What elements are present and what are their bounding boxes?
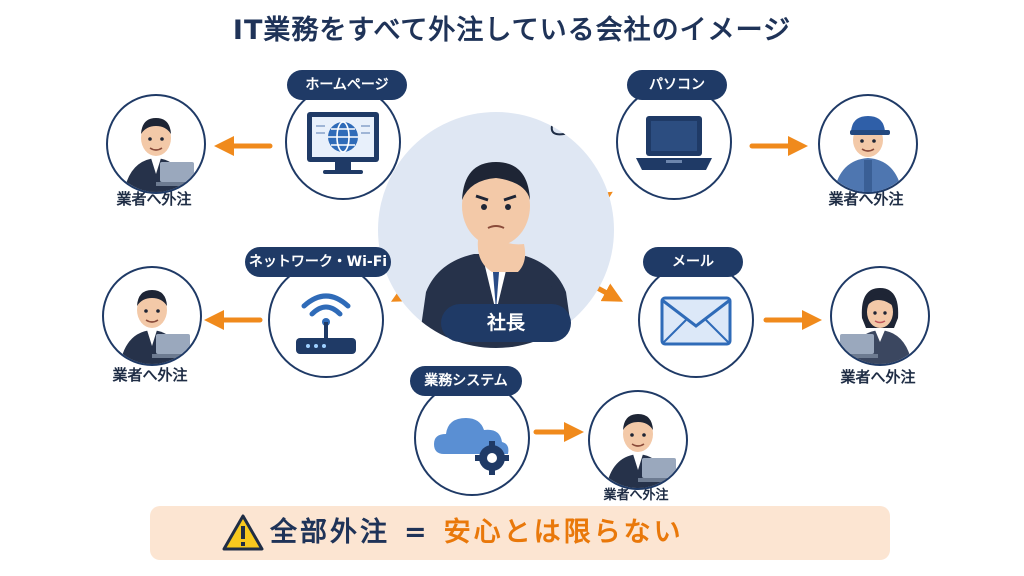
banner-message: 全部外注 = 安心とは限らない bbox=[270, 506, 684, 560]
wifi-router-icon bbox=[296, 293, 356, 354]
envelope-icon bbox=[660, 296, 732, 346]
vendor-label-pc: 業者へ外注 bbox=[828, 190, 904, 208]
vendor-person-laptop-icon bbox=[124, 118, 198, 192]
service-mail bbox=[638, 262, 754, 378]
banner-left-text: 全部外注 bbox=[270, 517, 390, 548]
service-network bbox=[268, 262, 384, 378]
vendor-homepage bbox=[106, 94, 206, 194]
service-label-pc: パソコン bbox=[627, 70, 727, 100]
banner-right-text: 安心とは限らない bbox=[443, 517, 684, 548]
vendor-woman-laptop-icon bbox=[836, 288, 912, 364]
cloud-gear-icon bbox=[434, 418, 509, 475]
vendor-person-laptop-icon bbox=[606, 414, 680, 488]
vendor-system bbox=[588, 390, 688, 490]
vendor-mail bbox=[830, 266, 930, 366]
vendor-label-system: 業者へ外注 bbox=[603, 488, 669, 503]
service-label-homepage: ホームページ bbox=[287, 70, 407, 100]
vendor-label-homepage: 業者へ外注 bbox=[116, 190, 192, 208]
service-pc bbox=[616, 84, 732, 200]
service-system bbox=[414, 380, 530, 496]
banner-equals: = bbox=[404, 517, 430, 548]
vendor-label-network: 業者へ外注 bbox=[112, 366, 188, 384]
vendor-network bbox=[102, 266, 202, 366]
laptop-icon bbox=[636, 116, 712, 170]
warning-banner: 全部外注 = 安心とは限らない bbox=[150, 506, 890, 560]
vendor-label-mail: 業者へ外注 bbox=[840, 368, 916, 386]
vendor-person-laptop-icon bbox=[120, 290, 194, 364]
service-homepage bbox=[285, 84, 401, 200]
page-title: IT業務をすべて外注している会社のイメージ bbox=[232, 15, 792, 46]
ceo-label: 社長 bbox=[441, 304, 571, 342]
warning-icon bbox=[222, 514, 264, 551]
vendor-worker-cap-icon bbox=[834, 116, 902, 192]
service-label-network: ネットワーク・Wi-Fi bbox=[245, 247, 391, 277]
vendor-pc bbox=[818, 94, 918, 194]
monitor-globe-icon bbox=[307, 112, 379, 174]
service-label-mail: メール bbox=[643, 247, 743, 277]
service-label-system: 業務システム bbox=[410, 366, 522, 396]
